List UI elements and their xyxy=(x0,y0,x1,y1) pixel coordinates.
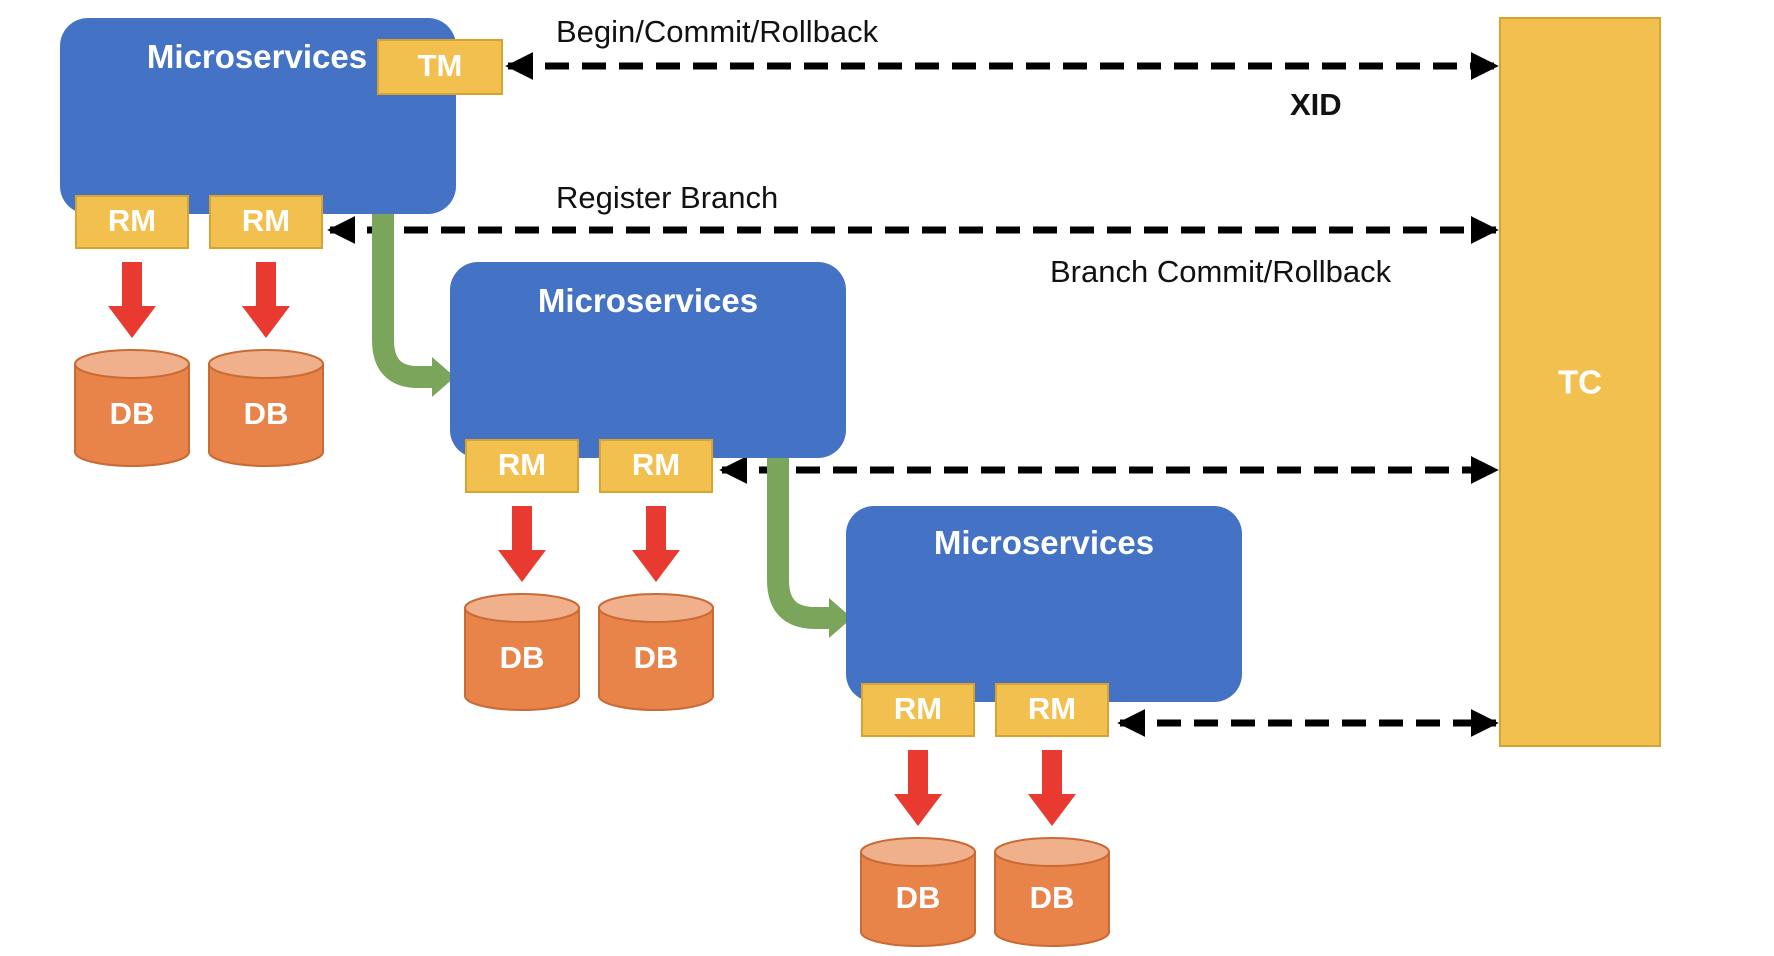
tc-box: TC xyxy=(1499,17,1661,747)
rm-label: RM xyxy=(498,447,546,482)
db-label: DB xyxy=(500,640,545,675)
tc-label: TC xyxy=(1558,364,1602,401)
service-3-rm-1: RM xyxy=(861,683,975,737)
service-2-db-1: DB xyxy=(464,593,580,711)
service-1-db-2: DB xyxy=(208,349,324,467)
service-3: Microservices RM RM DB DB xyxy=(846,506,1242,947)
db-label: DB xyxy=(896,880,941,915)
service-2-box xyxy=(450,262,846,458)
tm-label: TM xyxy=(418,48,463,83)
begin-commit-rollback-label: Begin/Commit/Rollback xyxy=(556,14,879,49)
service-1-rm-1: RM xyxy=(75,195,189,249)
service-2-rm-2: RM xyxy=(599,439,713,493)
rm-label: RM xyxy=(242,203,290,238)
call-arrow-1-to-2-head xyxy=(432,357,455,397)
service-3-box xyxy=(846,506,1242,702)
service-2-rm-1: RM xyxy=(465,439,579,493)
db-label: DB xyxy=(110,396,155,431)
service-3-label: Microservices xyxy=(934,524,1154,561)
register-branch-label: Register Branch xyxy=(556,180,778,215)
service-1-db-1: DB xyxy=(74,349,190,467)
db-label: DB xyxy=(634,640,679,675)
dashed-arrows xyxy=(327,52,1499,737)
branch-commit-rollback-label: Branch Commit/Rollback xyxy=(1050,254,1392,289)
call-arrow-2-to-3-head xyxy=(829,598,852,638)
service-1-rm-2: RM xyxy=(209,195,323,249)
rm-label: RM xyxy=(894,691,942,726)
service-2-db-arrows xyxy=(498,506,680,582)
rm-label: RM xyxy=(108,203,156,238)
service-2-db-2: DB xyxy=(598,593,714,711)
tm-box: TM xyxy=(377,39,503,95)
db-label: DB xyxy=(1030,880,1075,915)
call-arrow-2-to-3 xyxy=(767,440,832,629)
service-2: Microservices RM RM DB DB xyxy=(450,262,846,711)
service-3-rm-2: RM xyxy=(995,683,1109,737)
service-1-box xyxy=(60,18,456,214)
service-2-label: Microservices xyxy=(538,282,758,319)
service-3-db-1: DB xyxy=(860,837,976,947)
service-1-label: Microservices xyxy=(147,38,367,75)
rm-label: RM xyxy=(1028,691,1076,726)
service-1: Microservices TM RM RM DB DB xyxy=(60,18,503,467)
rm-label: RM xyxy=(632,447,680,482)
service-1-db-arrows xyxy=(108,262,290,338)
call-arrows xyxy=(372,196,852,638)
db-label: DB xyxy=(244,396,289,431)
service-3-db-2: DB xyxy=(994,837,1110,947)
xid-label: XID xyxy=(1290,87,1342,122)
service-3-db-arrows xyxy=(894,750,1076,826)
call-arrow-1-to-2 xyxy=(372,196,435,388)
